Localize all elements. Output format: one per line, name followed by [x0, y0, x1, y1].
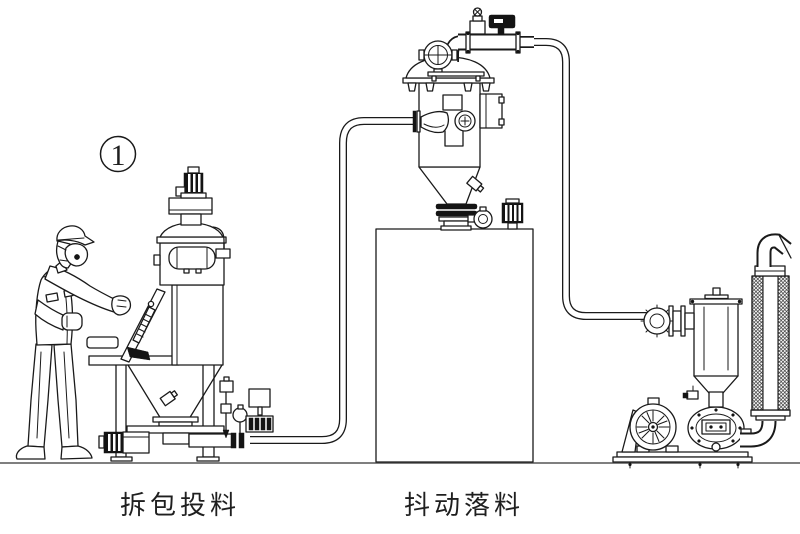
operator: [15, 225, 132, 460]
bag-dump-station: [86, 166, 274, 462]
check-valve-icon: [640, 304, 695, 338]
blower-package: [612, 287, 753, 469]
vacuum-pipe: [532, 38, 652, 320]
side-nub: [153, 254, 161, 266]
conveying-pipe: [250, 117, 416, 444]
hopper-cone: [127, 364, 223, 420]
operator-hand: [61, 312, 83, 331]
label-station-2: 抖动落料: [404, 491, 524, 520]
pulse-air-tank-icon: [168, 246, 216, 274]
feeder-motor-icon: [98, 431, 150, 454]
discharge-silencer: [740, 233, 792, 448]
injector-valve-cluster: [219, 376, 274, 449]
hopper-box: [171, 284, 224, 366]
operator-leg: [53, 343, 79, 448]
top-motor-icon: [175, 166, 207, 199]
vacuum-receiver: [402, 7, 534, 231]
step-marker-number: 1: [111, 139, 126, 172]
storage-bin: [375, 228, 534, 463]
operator-arm: [34, 299, 66, 331]
step-marker: 1: [99, 135, 137, 173]
inspection-cutout: [442, 94, 463, 111]
discharge-chute: [162, 432, 190, 445]
vacuum-break-valve-icon: [469, 7, 486, 35]
blower-motor-icon: [621, 397, 679, 453]
valve-actuator: [248, 388, 271, 408]
inline-filter-icon: [682, 287, 743, 408]
operator-shoe: [15, 445, 46, 460]
discharge-valve-icon: [473, 209, 493, 229]
lid-handle: [126, 346, 151, 361]
operator-cap: [56, 225, 95, 246]
level-sensor-icon: [488, 14, 516, 36]
operator-shoe: [60, 445, 93, 460]
inlet-nozzle-icon: [412, 110, 450, 134]
gas-spring-icon: [132, 300, 156, 344]
step-marker-circle: [99, 135, 137, 173]
base-frame: [616, 451, 749, 458]
pressure-gauge-icon: [232, 407, 248, 423]
bin-vibrator-icon: [501, 198, 524, 230]
access-door: [479, 93, 505, 129]
lid-clamps: [407, 82, 491, 92]
operator-leg: [27, 343, 53, 448]
operator-hand: [111, 295, 132, 316]
exhaust-elbow-icon: [756, 233, 792, 267]
lid-piping: [418, 7, 534, 82]
filter-housing: [168, 197, 213, 215]
vacuum-breaker-gauge-icon: [418, 40, 458, 74]
label-station-1: 拆包投料: [120, 491, 240, 520]
